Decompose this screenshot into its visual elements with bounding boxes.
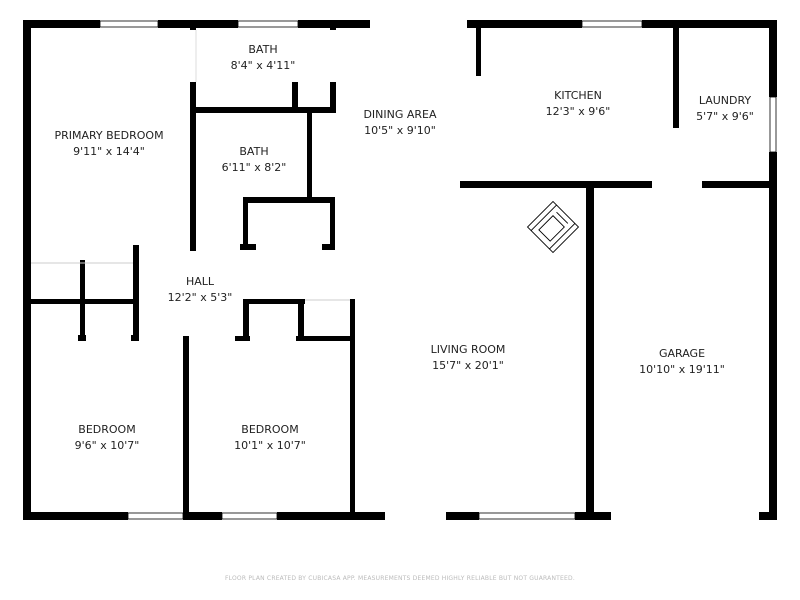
room-label-garage: GARAGE 10'10" x 19'11" bbox=[639, 346, 725, 378]
room-label-bath-2: BATH 6'11" x 8'2" bbox=[222, 144, 287, 176]
windows bbox=[99, 20, 777, 520]
room-name: LAUNDRY bbox=[698, 94, 752, 107]
room-label-hall: HALL 12'2" x 5'3" bbox=[168, 274, 233, 306]
room-size: 10'5" x 9'10" bbox=[364, 124, 436, 137]
room-label-kitchen: KITCHEN 12'3" x 9'6" bbox=[546, 88, 611, 120]
room-label-bedroom-1: BEDROOM 9'6" x 10'7" bbox=[75, 422, 140, 454]
room-size: 9'11" x 14'4" bbox=[73, 145, 145, 158]
room-name: BEDROOM bbox=[241, 423, 299, 436]
room-name: DINING AREA bbox=[363, 108, 437, 121]
room-size: 6'11" x 8'2" bbox=[221, 161, 287, 174]
room-size: 12'3" x 9'6" bbox=[545, 105, 611, 118]
room-name: HALL bbox=[185, 275, 215, 288]
room-name: GARAGE bbox=[658, 347, 706, 360]
room-name: BEDROOM bbox=[78, 423, 136, 436]
room-size: 9'6" x 10'7" bbox=[74, 439, 140, 452]
room-label-bath-1: BATH 8'4" x 4'11" bbox=[231, 42, 296, 74]
fireplace-icon bbox=[526, 200, 580, 254]
room-size: 10'1" x 10'7" bbox=[234, 439, 306, 452]
room-label-living-room: LIVING ROOM 15'7" x 20'1" bbox=[431, 342, 506, 374]
disclaimer-footer: FLOOR PLAN CREATED BY CUBICASA APP. MEAS… bbox=[225, 575, 575, 582]
room-label-laundry: LAUNDRY 5'7" x 9'6" bbox=[696, 93, 754, 125]
interior-walls bbox=[31, 20, 772, 520]
room-label-bedroom-2: BEDROOM 10'1" x 10'7" bbox=[234, 422, 306, 454]
room-size: 5'7" x 9'6" bbox=[696, 110, 754, 123]
room-name: KITCHEN bbox=[554, 89, 602, 102]
room-name: BATH bbox=[239, 145, 269, 158]
room-label-primary-bedroom: PRIMARY BEDROOM 9'11" x 14'4" bbox=[54, 128, 163, 160]
room-size: 12'2" x 5'3" bbox=[167, 291, 233, 304]
room-size: 15'7" x 20'1" bbox=[432, 359, 504, 372]
room-label-dining-area: DINING AREA 10'5" x 9'10" bbox=[363, 107, 436, 139]
room-name: LIVING ROOM bbox=[430, 343, 506, 356]
room-name: BATH bbox=[248, 43, 278, 56]
room-name: PRIMARY BEDROOM bbox=[54, 129, 164, 142]
room-size: 10'10" x 19'11" bbox=[639, 363, 725, 376]
room-size: 8'4" x 4'11" bbox=[230, 59, 296, 72]
